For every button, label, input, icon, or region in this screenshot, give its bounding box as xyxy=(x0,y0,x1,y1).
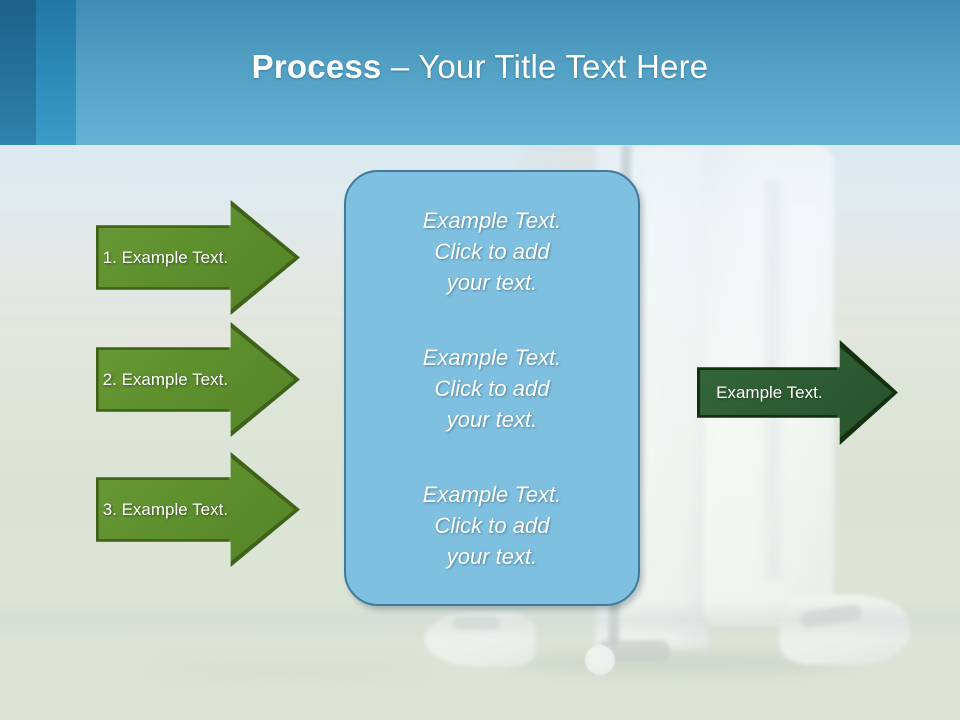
center-text-block-2: Example Text. Click to add your text. xyxy=(422,344,562,432)
header-accent-band-dark xyxy=(0,0,36,145)
slide-title-bold: Process xyxy=(251,48,382,85)
center-text-block-1: Example Text. Click to add your text. xyxy=(422,207,562,295)
slide-title-rest: – Your Title Text Here xyxy=(381,48,709,85)
header-background xyxy=(0,0,960,145)
slide-header: Process – Your Title Text Here xyxy=(0,0,960,145)
process-center-box[interactable]: Example Text. Click to add your text. Ex… xyxy=(344,170,640,606)
header-accent-band-mid xyxy=(36,0,76,145)
center-text-block-3: Example Text. Click to add your text. xyxy=(422,481,562,569)
slide-title: Process – Your Title Text Here xyxy=(0,47,960,87)
